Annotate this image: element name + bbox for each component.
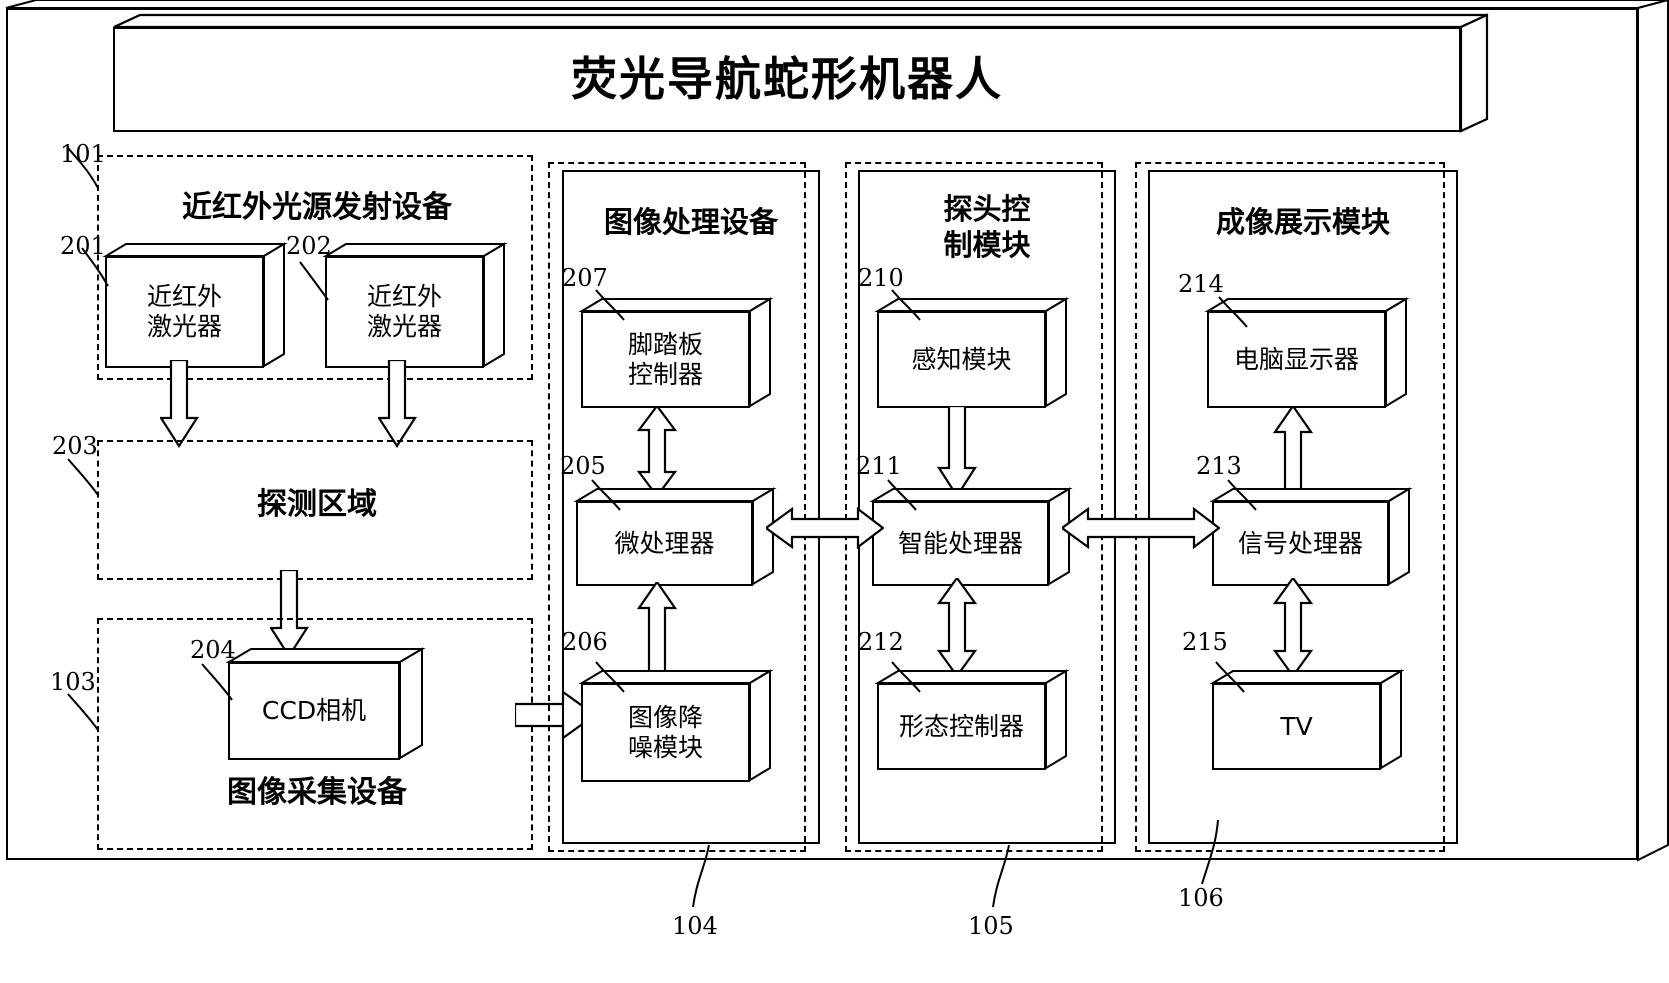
ref-106-leader [1201,819,1219,885]
ref-207: 207 [562,264,608,292]
group-106-imaging-display-module [1148,170,1458,844]
ref-214: 214 [1178,270,1224,298]
group-105-label-line1: 探头控 [943,192,1031,226]
block-206-line1: 图像降 [627,702,703,732]
ref-213: 213 [1196,452,1242,480]
ref-103: 103 [50,668,96,696]
ref-104: 104 [672,912,718,940]
figure-title-box: 荧光导航蛇形机器人 [113,13,1489,133]
group-106-label: 成像展示模块 [1215,205,1390,239]
arrow-205-to-211-bidirectional [766,506,884,550]
ref-103-leader [67,693,99,731]
group-104-outline-dashed [548,162,806,852]
ref-212: 212 [858,628,904,656]
block-205-label: 微处理器 [614,528,715,558]
group-105-outline-dashed [845,162,1103,852]
group-101-label: 近红外光源发射设备 [182,190,452,225]
block-214-label: 电脑显示器 [1233,344,1359,374]
ref-210: 210 [858,264,904,292]
ref-211: 211 [856,452,902,480]
ref-105-leader [992,844,1010,908]
ref-215: 215 [1182,628,1228,656]
arrow-202-to-203 [378,360,418,449]
ref-214-leader [1218,296,1248,328]
ref-201: 201 [60,232,106,260]
block-206-line2: 噪模块 [627,732,703,762]
block-202-line1: 近红外 [366,282,442,311]
group-105-label-line2: 制模块 [943,228,1031,262]
block-213-label: 信号处理器 [1237,528,1363,558]
ref-201-leader [81,247,109,287]
ref-204: 204 [190,636,236,664]
block-202-line2: 激光器 [366,312,442,341]
ref-202: 202 [286,232,332,260]
ref-101: 101 [60,140,106,168]
arrow-203-to-204 [270,570,310,659]
ref-101-leader [67,147,99,189]
block-212-label: 形态控制器 [898,711,1024,741]
ref-213-leader [1227,479,1257,511]
group-104-image-processing [562,170,820,844]
block-211-label: 智能处理器 [897,528,1023,558]
ref-206: 206 [562,628,608,656]
block-210-label: 感知模块 [911,344,1012,374]
group-103-label: 图像采集设备 [227,775,407,810]
ref-215-leader [1215,661,1245,693]
ref-211-leader [887,479,917,511]
ref-206-leader [595,661,625,693]
arrow-213-to-215-bidirectional [1272,578,1314,678]
ref-205-leader [591,479,621,511]
arrow-211-to-213-bidirectional [1062,506,1220,550]
group-203-label: 探测区域 [257,487,377,522]
block-201-line1: 近红外 [146,282,222,311]
ref-203-leader [67,458,99,496]
group-203-detection-area [97,440,533,580]
block-207-line2: 控制器 [627,359,703,389]
group-105-probe-control-module [858,170,1116,844]
block-201-line2: 激光器 [146,312,222,341]
ref-212-leader [891,661,921,693]
figure-title: 荧光导航蛇形机器人 [571,51,1003,106]
ref-104-leader [692,844,710,908]
ref-202-leader [299,261,329,301]
block-207-line1: 脚踏板 [627,329,703,359]
group-103-image-acquisition [97,618,533,850]
ref-204-leader [201,663,233,701]
arrow-210-to-211 [936,406,978,498]
group-106-outline-dashed [1135,162,1445,852]
ref-205: 205 [560,452,606,480]
block-204-label: CCD相机 [261,696,367,725]
arrow-201-to-203 [160,360,200,449]
ref-203: 203 [52,432,98,460]
ref-106: 106 [1178,884,1224,912]
ref-105: 105 [968,912,1014,940]
ref-210-leader [891,289,921,321]
group-101-near-ir-source [97,155,533,380]
block-215-label: TV [1280,711,1313,741]
group-104-label: 图像处理设备 [603,205,778,239]
block-201-near-ir-laser: 近红外 激光器 [102,242,288,368]
ref-207-leader [595,289,625,321]
